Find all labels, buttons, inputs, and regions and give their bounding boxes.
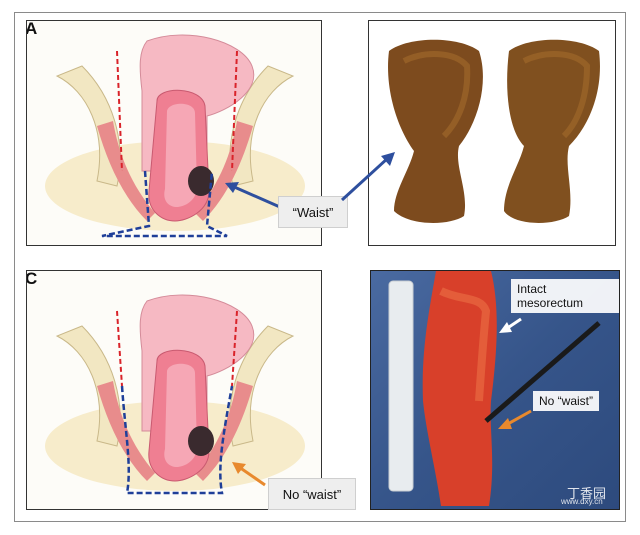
pelvis-diagram-a xyxy=(27,21,321,245)
specimen-photo-d xyxy=(371,271,619,509)
specimen-photo-b xyxy=(369,21,615,245)
ruler-d xyxy=(388,280,414,492)
no-waist-label-d: No “waist” xyxy=(533,391,600,411)
red-dash-right-c xyxy=(231,310,238,387)
red-dash-left-a xyxy=(116,50,123,172)
watermark-url: www.dxy.cn xyxy=(561,497,603,506)
blue-dash-no-waist-c xyxy=(120,385,234,495)
intact-mesorectum-label: Intact mesorectum xyxy=(511,279,619,313)
panel-a: A xyxy=(26,20,322,246)
forceps-d xyxy=(484,321,601,423)
waist-arrow-head-a xyxy=(225,182,239,193)
watermark-logo: 丁香园 xyxy=(567,486,607,501)
red-dash-right-a xyxy=(231,50,238,172)
no-waist-arrow-head-d xyxy=(498,418,512,429)
no-waist-arrow-line-d xyxy=(505,409,532,427)
panel-d: Intact mesorectum No “waist” 丁香园 www.dxy… xyxy=(370,270,620,510)
left-muscle-a xyxy=(97,121,155,221)
pelvis-diagram-c xyxy=(27,271,321,509)
left-bone-c xyxy=(55,325,121,447)
specimen-d xyxy=(422,271,497,506)
red-dash-left-c xyxy=(116,310,123,387)
panel-letter-c: C xyxy=(26,270,38,288)
panel-c: C xyxy=(26,270,322,510)
tumor-a xyxy=(188,166,214,196)
no-waist-arrow-line-c xyxy=(238,465,266,487)
right-bone-c xyxy=(229,325,295,447)
waist-callout: “Waist” xyxy=(278,196,348,228)
no-waist-callout-c: No “waist” xyxy=(268,478,356,510)
specimen-right-b xyxy=(504,39,600,223)
specimen-left-b xyxy=(388,39,483,223)
tumor-c xyxy=(188,426,214,456)
left-bone-a xyxy=(55,65,121,187)
no-waist-arrow-head-c xyxy=(232,462,246,474)
intact-arrow-head-d xyxy=(499,322,512,333)
blue-dash-waist-a xyxy=(101,170,228,238)
panel-b: B xyxy=(368,20,616,246)
panel-letter-a: A xyxy=(26,20,38,38)
